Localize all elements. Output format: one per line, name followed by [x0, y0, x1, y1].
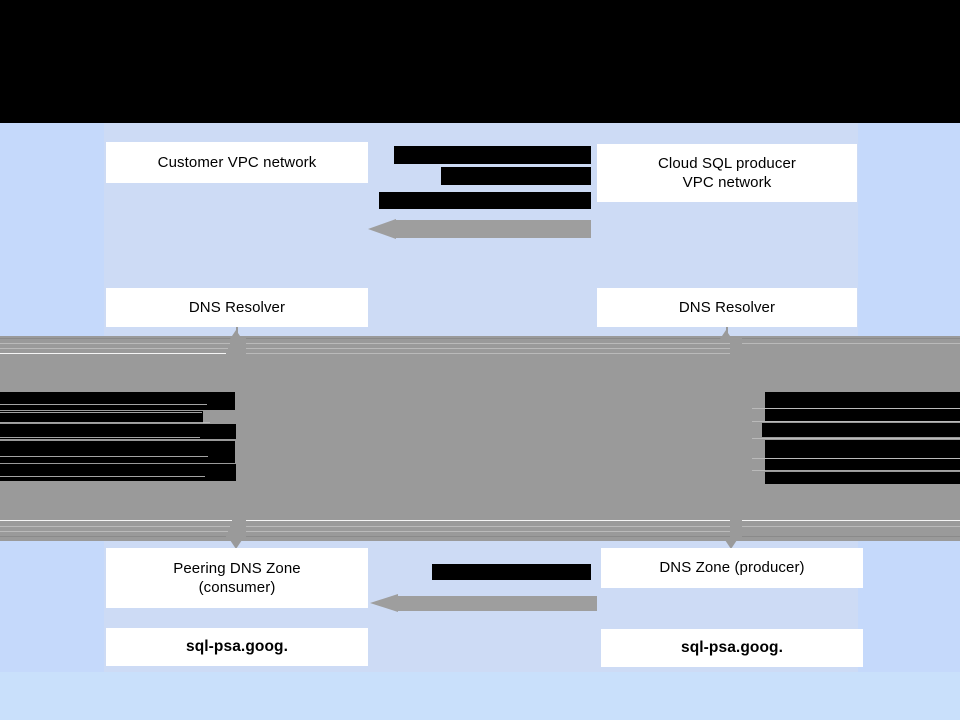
consumer-detail-redaction-4: [0, 441, 235, 463]
consumer-redaction-hairline-4: [0, 437, 200, 438]
producer-redaction-hairline-4: [752, 458, 960, 459]
cloud-sql-producer-vpc-network-box[interactable]: Cloud SQL producer VPC network: [597, 144, 857, 202]
producer-detail-redaction-6: [765, 472, 960, 484]
rail-top-left-2: [0, 343, 230, 344]
producer-dns-resolver-label: DNS Resolver: [678, 298, 776, 316]
rail-bot-left-1: [0, 520, 232, 521]
customer-vpc-network-label: Customer VPC network: [157, 153, 317, 171]
producer-redaction-hairline-1: [752, 408, 960, 409]
consumer-detail-redaction-1: [0, 392, 235, 410]
producer-domain-box[interactable]: sql-psa.goog.: [601, 629, 863, 667]
rail-top-mid-2: [246, 343, 730, 344]
black-header-bar: [0, 0, 960, 123]
dns-zone-producer-box[interactable]: DNS Zone (producer): [601, 548, 863, 588]
dns-zone-producer-label: DNS Zone (producer): [659, 559, 805, 577]
consumer-redaction-hairline-2: [0, 412, 202, 413]
consumer-redaction-hairline-3: [0, 422, 210, 423]
producer-detail-redaction-4: [765, 440, 960, 458]
producer-redaction-hairline-3: [752, 438, 960, 439]
rail-top-left-3: [0, 348, 228, 349]
producer-zone-down-arrow-icon: [725, 540, 737, 549]
producer-resolver-up-arrow-icon: [720, 330, 732, 339]
producer-redaction-hairline-5: [752, 470, 960, 471]
customer-vpc-network-box[interactable]: Customer VPC network: [106, 142, 368, 183]
rail-bot-left-4: [0, 536, 226, 537]
producer-zone-connector: [731, 533, 733, 545]
consumer-zone-down-arrow-icon: [230, 540, 242, 549]
peering-dns-zone-label-line2: (consumer): [198, 579, 276, 596]
consumer-zone-connector: [236, 533, 238, 545]
producer-vpc-network-label-line1: Cloud SQL producer: [658, 154, 796, 172]
producer-dns-resolver-box[interactable]: DNS Resolver: [597, 288, 857, 327]
consumer-domain-label: sql-psa.goog.: [185, 638, 289, 656]
vpc-peering-arrow-body: [396, 220, 591, 238]
producer-redaction-hairline-2: [752, 421, 960, 422]
rail-bot-left-3: [0, 531, 228, 532]
producer-detail-redaction-2: [765, 409, 960, 421]
peering-label-redaction-2: [441, 167, 591, 185]
rail-bot-mid-1: [246, 520, 730, 521]
producer-detail-redaction-3: [762, 423, 960, 437]
consumer-domain-box[interactable]: sql-psa.goog.: [106, 628, 368, 666]
rail-top-mid-3: [246, 348, 730, 349]
consumer-redaction-hairline-6: [0, 476, 205, 477]
consumer-resolver-up-arrow-icon: [230, 330, 242, 339]
consumer-redaction-hairline-5: [0, 456, 208, 457]
rail-bot-left-2: [0, 526, 230, 527]
rail-top-right-2: [742, 343, 960, 344]
consumer-redaction-hairline-1: [0, 404, 207, 405]
producer-detail-redaction-5: [765, 459, 960, 471]
producer-detail-redaction-1: [765, 392, 960, 408]
rail-top-right-1: [742, 338, 960, 339]
rail-bot-right-3: [742, 536, 960, 537]
dns-zone-peering-arrow-head-icon: [370, 594, 398, 612]
consumer-dns-resolver-box[interactable]: DNS Resolver: [106, 288, 368, 327]
rail-top-left-1: [0, 338, 232, 339]
peering-label-redaction-3: [379, 192, 591, 209]
rail-bot-right-2: [742, 526, 960, 527]
vpc-peering-arrow-head-icon: [368, 219, 396, 239]
rail-bot-right-1: [742, 520, 960, 521]
rail-top-left-4: [0, 353, 226, 354]
rail-top-mid-1: [246, 338, 730, 339]
peering-dns-zone-label-line1: Peering DNS Zone: [173, 559, 301, 577]
dns-zone-peering-arrow-body: [398, 596, 597, 611]
peering-dns-zone-consumer-box[interactable]: Peering DNS Zone (consumer): [106, 548, 368, 608]
rail-bot-mid-2: [246, 526, 730, 527]
rail-bot-mid-3: [246, 531, 730, 532]
consumer-dns-resolver-label: DNS Resolver: [188, 298, 286, 316]
consumer-detail-redaction-2: [0, 411, 203, 423]
rail-top-mid-4: [246, 353, 730, 354]
peering-label-redaction-1: [394, 146, 591, 164]
producer-vpc-network-label-line2: VPC network: [682, 174, 772, 191]
bottom-blue-strip: [0, 672, 960, 720]
zone-peering-label-redaction: [432, 564, 591, 580]
rail-bot-mid-4: [246, 536, 730, 537]
consumer-detail-redaction-5: [0, 464, 236, 481]
consumer-detail-redaction-3: [0, 424, 236, 439]
producer-domain-label: sql-psa.goog.: [680, 639, 784, 657]
